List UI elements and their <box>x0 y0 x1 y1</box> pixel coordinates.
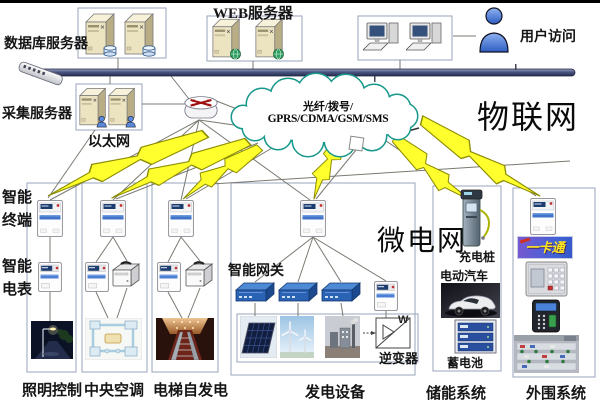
power-plant-image <box>325 316 360 358</box>
peripheral-box <box>512 187 596 378</box>
hvac-diagram-image <box>85 318 142 360</box>
user-person-icon <box>479 7 509 53</box>
controller-device-icon-1 <box>111 261 141 288</box>
card-sign: 一卡通 <box>517 236 573 259</box>
cloud-label: 光纤/拨号/ GPRS/CDMA/GSM/SMS <box>258 101 398 126</box>
smart-terminal-icon-4 <box>300 200 326 237</box>
web-server-icon-1 <box>213 19 241 59</box>
charging-pile-label: 充电桩 <box>459 250 496 264</box>
section-label-storage: 储能系统 <box>426 386 487 400</box>
gateway-icon-1 <box>235 282 275 302</box>
group-boxes <box>26 7 596 378</box>
smart-meter-icon-1 <box>38 262 62 292</box>
web-servers-label: WEB服务器 <box>213 6 294 22</box>
iot-title: 物联网 <box>477 99 580 135</box>
user-pc-icon-2 <box>406 22 442 51</box>
cloud-label-line2: GPRS/CDMA/GSM/SMS <box>267 113 389 125</box>
storage-box <box>432 185 502 372</box>
smart-terminal-icon-3 <box>168 200 194 237</box>
keypad-access-image <box>525 261 568 297</box>
devices <box>17 7 579 373</box>
section-label-peripheral: 外围系统 <box>526 386 587 400</box>
battery-label: 蓄电池 <box>447 356 484 370</box>
controller-device-icon-2 <box>184 261 214 288</box>
smart-meter-icon-2 <box>85 262 109 292</box>
database-server-icon-1 <box>86 14 116 56</box>
gateway-icon-3 <box>321 282 361 302</box>
lighting-box <box>26 182 77 373</box>
section-label-lighting: 照明控制 <box>22 383 83 399</box>
user-access-label: 用户访问 <box>520 30 576 45</box>
fingerprint-reader-image <box>532 299 560 333</box>
smart-terminal-icon-1 <box>37 200 63 237</box>
top-border <box>0 0 600 3</box>
smart-meter-icon-4 <box>374 281 398 311</box>
street-lighting-image <box>31 321 73 359</box>
ethernet-label: 以太网 <box>88 135 130 150</box>
collect-servers-box <box>75 83 143 131</box>
web-server-icon-2 <box>256 19 284 59</box>
smart-terminal-icon-5 <box>530 198 556 235</box>
inverter-symbol <box>363 317 411 349</box>
database-server-icon-2 <box>125 14 155 56</box>
collect-servers-label: 采集服务器 <box>2 107 72 122</box>
gateway-icon-2 <box>278 282 318 302</box>
smart-meter-icon-3 <box>157 262 181 292</box>
parking-lot-image <box>514 335 579 373</box>
cloud-node-square <box>348 135 365 152</box>
web-servers-box <box>206 15 303 62</box>
section-label-hvac: 中央空调 <box>84 383 145 399</box>
user-pc-icon-1 <box>363 22 399 51</box>
section-label-elevator: 电梯自发电 <box>153 383 229 399</box>
solar-panel-image <box>240 316 277 358</box>
generation-inner-box <box>236 313 419 363</box>
card-sign-text: 一卡通 <box>525 240 565 255</box>
smart-meter-label: 智能电表 <box>2 259 33 298</box>
collect-server-icon-1 <box>80 88 107 127</box>
comm-cloud <box>230 72 419 158</box>
smart-gateway-label: 智能网关 <box>228 264 284 279</box>
battery-rack-image <box>454 319 497 354</box>
smart-terminal-icon-2 <box>100 200 126 237</box>
router-icon <box>183 95 219 120</box>
smart-terminal-label: 智能终端 <box>2 190 33 229</box>
escalator-image <box>156 318 214 360</box>
user-pcs-box <box>357 15 453 61</box>
collect-server-icon-2 <box>109 88 136 127</box>
inverter-label: 逆变器 <box>379 351 419 366</box>
hvac-box <box>81 182 148 373</box>
microgrid-title: 微电网 <box>377 226 468 257</box>
electric-car-image <box>441 283 500 318</box>
wind-turbine-image <box>280 316 314 358</box>
generation-box <box>230 182 416 376</box>
db-servers-box <box>77 7 167 59</box>
inverter-w-mark: W <box>398 314 409 326</box>
cloud-label-line1: 光纤/拨号/ <box>302 101 354 113</box>
electric-vehicle-label: 电动汽车 <box>440 269 489 283</box>
db-servers-label: 数据库服务器 <box>4 37 88 52</box>
section-label-generation: 发电设备 <box>305 385 366 400</box>
